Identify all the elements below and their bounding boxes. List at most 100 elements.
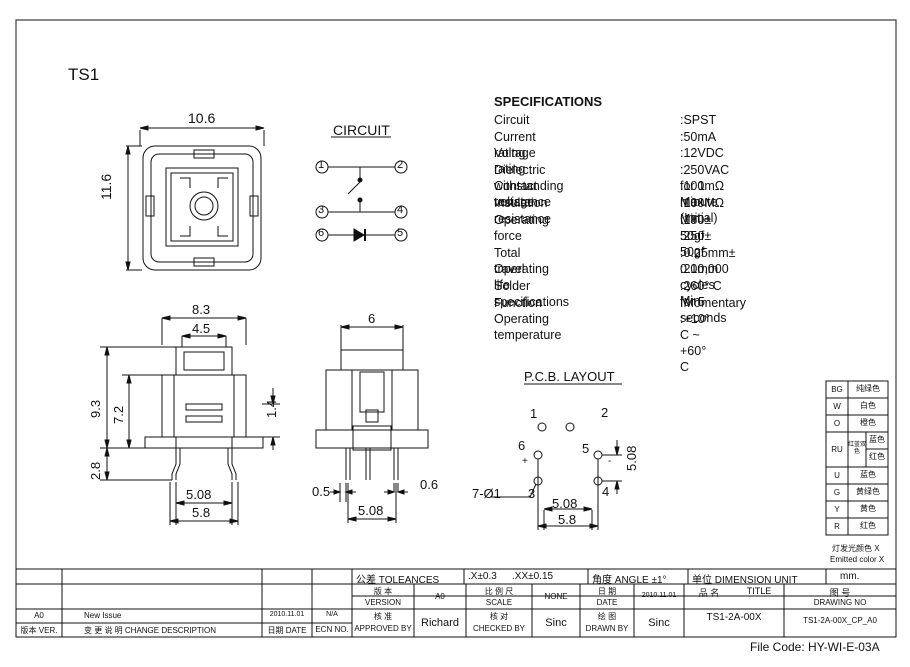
spec-label: Insulation resistance: [494, 196, 551, 226]
tb-version-en: VERSION: [364, 598, 401, 607]
tb-tolerances: 公差 TOLEANCES: [356, 575, 440, 586]
spec-label: Contact resistance: [494, 179, 551, 210]
color-code: Y: [834, 504, 840, 514]
part-title: TS1: [68, 65, 100, 84]
circuit-pin-1: 1: [318, 159, 325, 171]
color-table-lines: [825, 380, 889, 536]
spec-label: Operating temperature: [494, 312, 562, 343]
spec-value: :SPST: [680, 113, 717, 127]
dim-front-inner: 4.5: [192, 321, 211, 336]
rev-ver: A0: [34, 611, 44, 620]
spec-value: :+10° C ~ +60° C: [680, 312, 710, 375]
circuit-pin-4: 4: [397, 204, 404, 216]
tb-checked-en: CHECKED BY: [472, 624, 525, 633]
circuit-pin-3: 3: [318, 204, 325, 216]
pcb-pin-5: 5: [582, 441, 590, 456]
spec-value: :50mA: [680, 129, 717, 144]
color-name: 蓝色: [860, 470, 876, 479]
color-name: 橙色: [860, 418, 876, 427]
tb-drawing-cn: 图 号: [829, 588, 851, 598]
rev-ecn: N/A: [326, 611, 338, 618]
spec-label: Dielectric withstanding voltage: [494, 162, 564, 209]
spec-value: :Momentary: [680, 295, 746, 310]
tb-scale-cn: 比 例 尺: [484, 587, 514, 596]
spec-value: :200,000 cycles Min: [680, 262, 729, 309]
dim-front-total-h: 9.3: [88, 399, 103, 418]
tb-unit: mm.: [840, 571, 860, 582]
dim-side-width: 6: [368, 311, 376, 326]
tb-approved: Richard: [421, 617, 459, 629]
pcb-pin-2: 2: [601, 405, 609, 420]
tb-date: 2010.11.01: [641, 592, 677, 599]
color-code: U: [834, 470, 840, 480]
color-code: BG: [831, 384, 843, 394]
tb-checked-cn: 核 对: [489, 612, 509, 621]
dim-front-travel: 1.4: [264, 399, 279, 418]
spec-value: :250± 50gf: [680, 229, 712, 260]
tb-date-cn: 日 期: [597, 587, 617, 596]
tb-name-en: TITLE: [746, 586, 772, 596]
spec-value: :0.25mm± 0.1mm: [680, 245, 736, 276]
tb-tol-xx: .XX±0.15: [512, 571, 554, 582]
spec-label: Function: [494, 295, 542, 310]
rev-header-date: 日期 DATE: [267, 626, 307, 635]
color-name: 红蓝双色: [848, 442, 867, 455]
circuit-heading: CIRCUIT: [333, 122, 390, 138]
pcb-plus: +: [522, 456, 528, 467]
spec-label: Circuit: [494, 113, 530, 127]
tb-drawn-en: DRAWN BY: [585, 624, 629, 633]
spec-value: :180± 50gf: [680, 212, 712, 243]
tb-date-en: DATE: [596, 598, 618, 607]
tb-name-cn: 品 名: [698, 588, 720, 598]
front-view: [100, 315, 280, 525]
spec-value: :12VDC: [680, 146, 724, 161]
circuit-pin-5: 5: [397, 227, 404, 239]
pcb-pin-1: 1: [530, 406, 538, 421]
tb-tol-x: .X±0.3: [468, 571, 497, 582]
tb-drawn-cn: 绘 图: [597, 612, 617, 621]
color-code: O: [833, 418, 841, 428]
spec-value: :250VAC for 1 minute: [680, 162, 730, 209]
color-sub-name: 蓝色: [869, 435, 885, 444]
tb-scale-en: SCALE: [485, 598, 513, 607]
tb-drawing-no: TS1-2A-00X_CP_A0: [803, 616, 877, 625]
dim-top-width: 10.6: [188, 110, 216, 126]
spec-label: Operating force: [494, 212, 549, 243]
tb-approved-en: APPROVED BY: [354, 624, 412, 633]
dim-front-body-h: 7.2: [111, 405, 126, 424]
spec-label: Total travel: [494, 245, 525, 276]
circuit-pin-6: 6: [318, 227, 325, 239]
spec-value: :260° C for 5 seconds: [680, 279, 727, 325]
spec-label: Operating life: [494, 262, 549, 293]
color-code: R: [834, 521, 840, 531]
rev-desc: New Issue: [84, 611, 122, 620]
tb-angle: 角度 ANGLE ±1°: [592, 575, 667, 586]
color-name: 黄色: [860, 504, 876, 513]
tb-version: A0: [435, 592, 445, 601]
spec-label: Solder specifications: [494, 279, 570, 309]
rev-header-desc: 变 更 说 明 CHANGE DESCRIPTION: [84, 626, 217, 635]
dim-pcb-hole: 7-Ø1: [472, 486, 501, 501]
color-name: 黄绿色: [856, 487, 880, 496]
side-view: [315, 324, 429, 523]
tb-version-cn: 版 本: [373, 587, 393, 596]
rev-header-ecn: ECN NO.: [315, 625, 349, 634]
dim-pcb-span: 5.8: [558, 512, 577, 527]
file-code: File Code: HY-WI-E-03A: [750, 640, 880, 654]
color-name: 白色: [860, 401, 876, 410]
color-note-en: Emitted color X: [830, 555, 885, 564]
tb-unit-label: 单位 DIMENSION UNIT: [692, 575, 798, 586]
dim-side-pin-a: 0.5: [312, 484, 331, 499]
color-code: G: [833, 487, 841, 497]
specs-heading: SPECIFICATIONS: [494, 94, 603, 109]
pcb-pin-4: 4: [602, 484, 610, 499]
dim-pcb-pitch: 5.08: [552, 496, 578, 511]
dim-top-height: 11.6: [98, 173, 114, 200]
tb-checked: Sinc: [545, 617, 567, 629]
tb-scale: NONE: [544, 592, 568, 601]
tb-drawing-en: DRAWING NO: [813, 598, 867, 607]
color-note-cn: 灯发光颜色 X: [832, 544, 880, 553]
spec-label: Current rating: [494, 129, 536, 160]
rev-date: 2010.11.01: [269, 611, 305, 618]
